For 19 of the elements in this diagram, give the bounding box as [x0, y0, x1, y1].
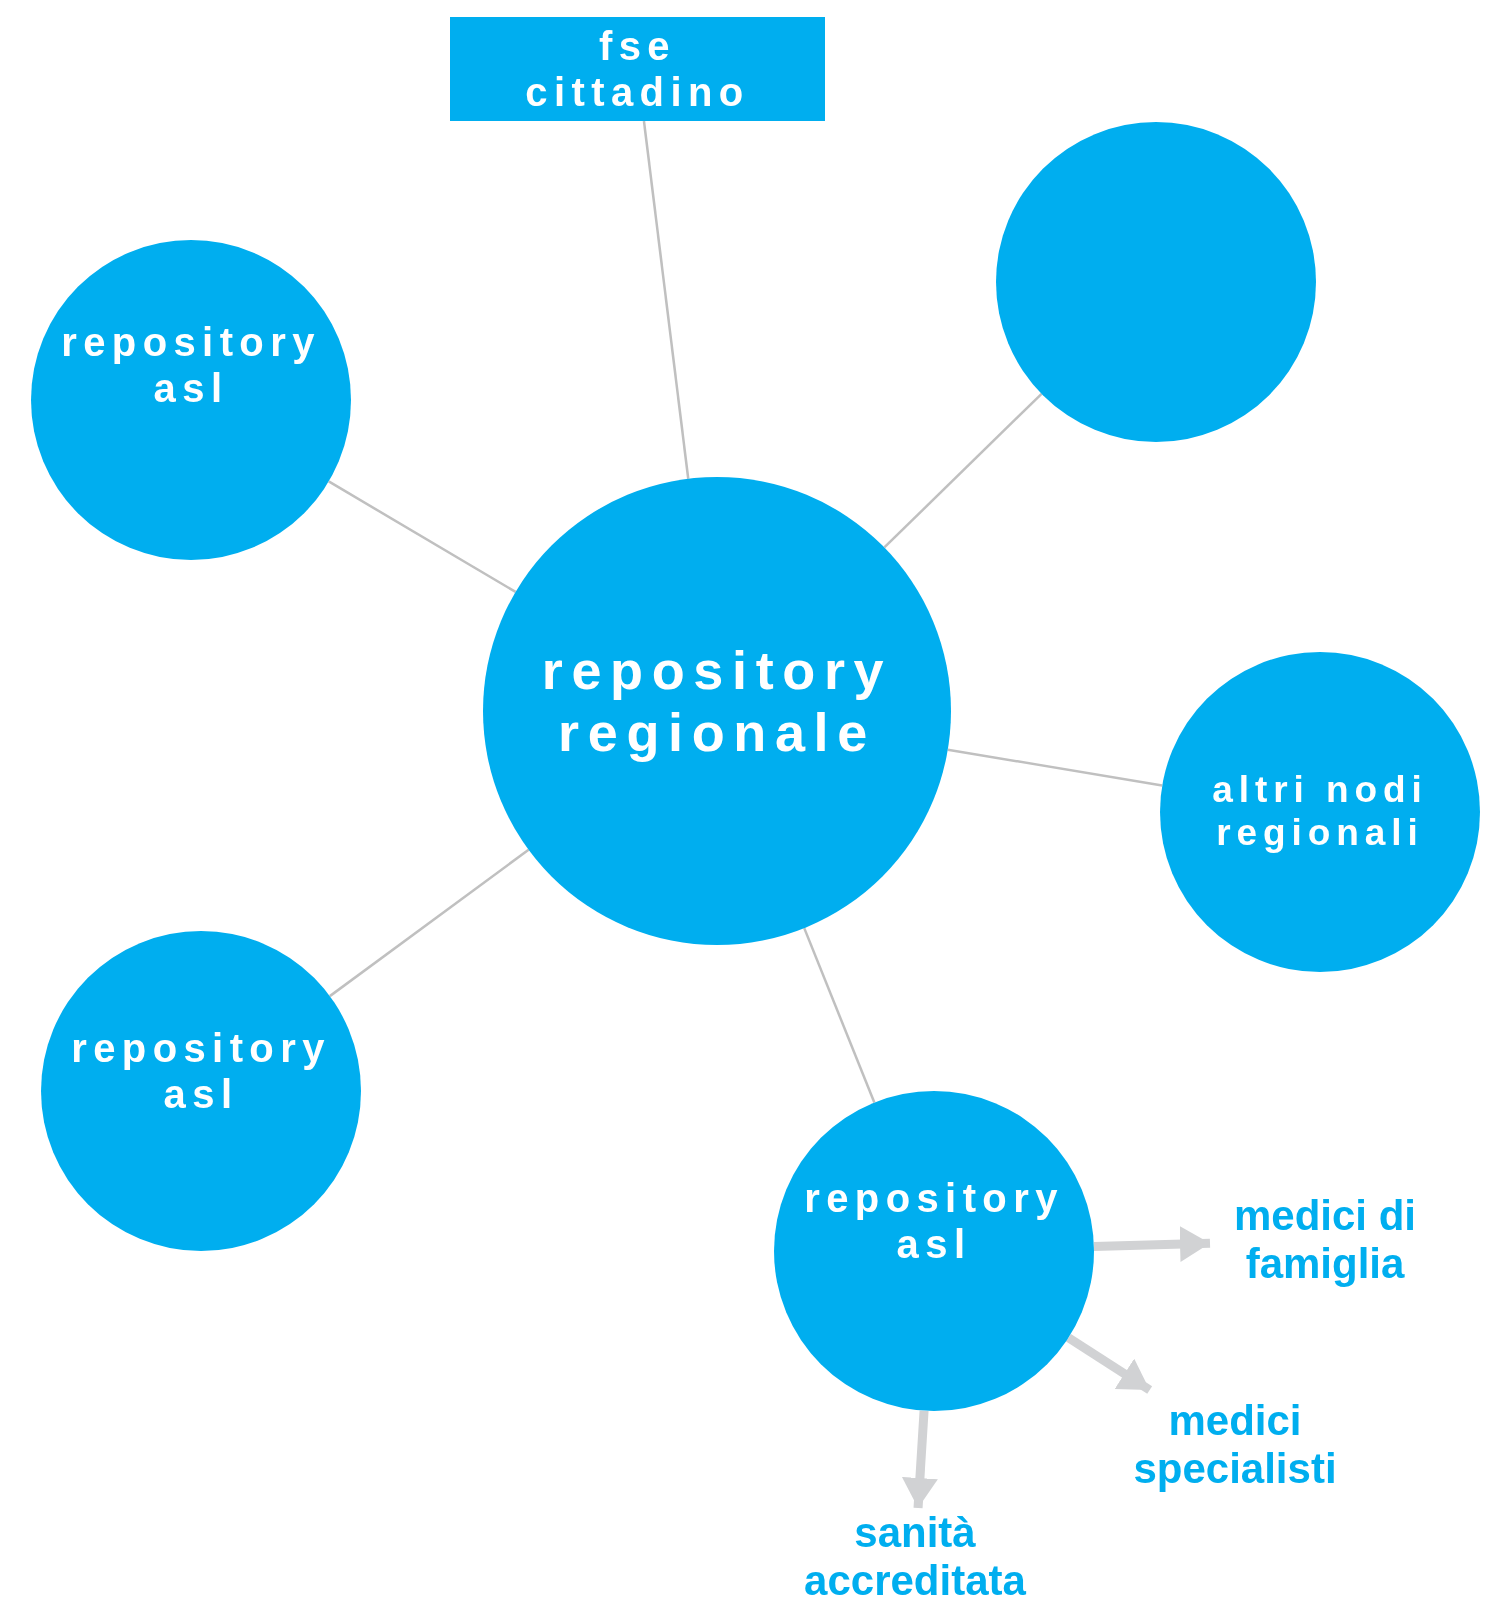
connector-line	[883, 392, 1043, 549]
node-label: altri nodi regionali	[1211, 769, 1429, 855]
node-label: fse cittadino	[524, 23, 751, 115]
arrow	[901, 1410, 938, 1509]
connector-line	[642, 120, 690, 479]
title-box	[450, 17, 825, 121]
node-label: repository asl	[60, 319, 322, 411]
node-label: sanità accreditata	[803, 1508, 1027, 1606]
connector-line	[947, 748, 1163, 787]
node-label: medici di famiglia	[1232, 1191, 1418, 1289]
arrow	[1093, 1226, 1211, 1263]
arrow	[1066, 1333, 1153, 1394]
connector-line	[329, 848, 530, 998]
connector-line	[328, 480, 517, 593]
node-label: medici specialisti	[1132, 1396, 1338, 1494]
node-label: repository regionale	[540, 638, 894, 764]
connector-line	[803, 927, 876, 1103]
node-label: repository asl	[70, 1025, 332, 1117]
node-label: repository asl	[803, 1175, 1065, 1267]
